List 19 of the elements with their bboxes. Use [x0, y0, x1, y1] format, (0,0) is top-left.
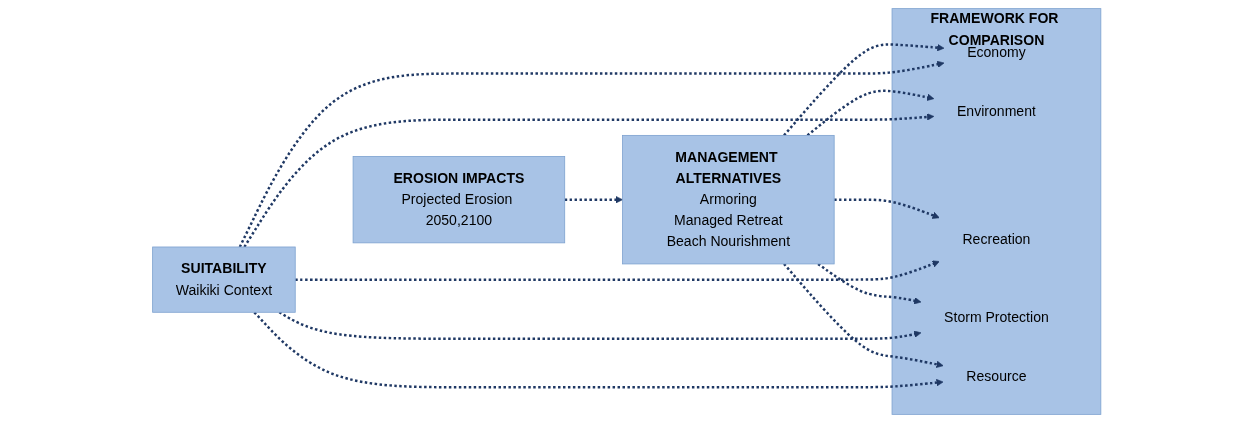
node-box: MANAGEMENT ALTERNATIVES Armoring Managed Retreat Beach Nourishment [622, 134, 835, 265]
node-text: Storm Protection [944, 309, 1050, 326]
arrow [243, 113, 935, 248]
node-box: SUITABILITY Waikiki Context [152, 246, 296, 313]
arrow [564, 196, 624, 204]
arrow [238, 60, 945, 248]
arrow [253, 311, 944, 389]
arrow [806, 89, 935, 137]
arrow [783, 263, 944, 368]
arrow [817, 262, 922, 305]
node-text: Recreation [962, 231, 1031, 248]
arrow [278, 311, 922, 340]
node-box: EROSION IMPACTS Projected Erosion 2050,2100 [352, 156, 566, 244]
arrow [295, 260, 940, 281]
node-text: Environment [957, 103, 1037, 120]
arrow [834, 198, 940, 219]
arrow [783, 43, 945, 137]
node-text: Economy [967, 44, 1026, 60]
node-text: Resource [966, 368, 1027, 385]
